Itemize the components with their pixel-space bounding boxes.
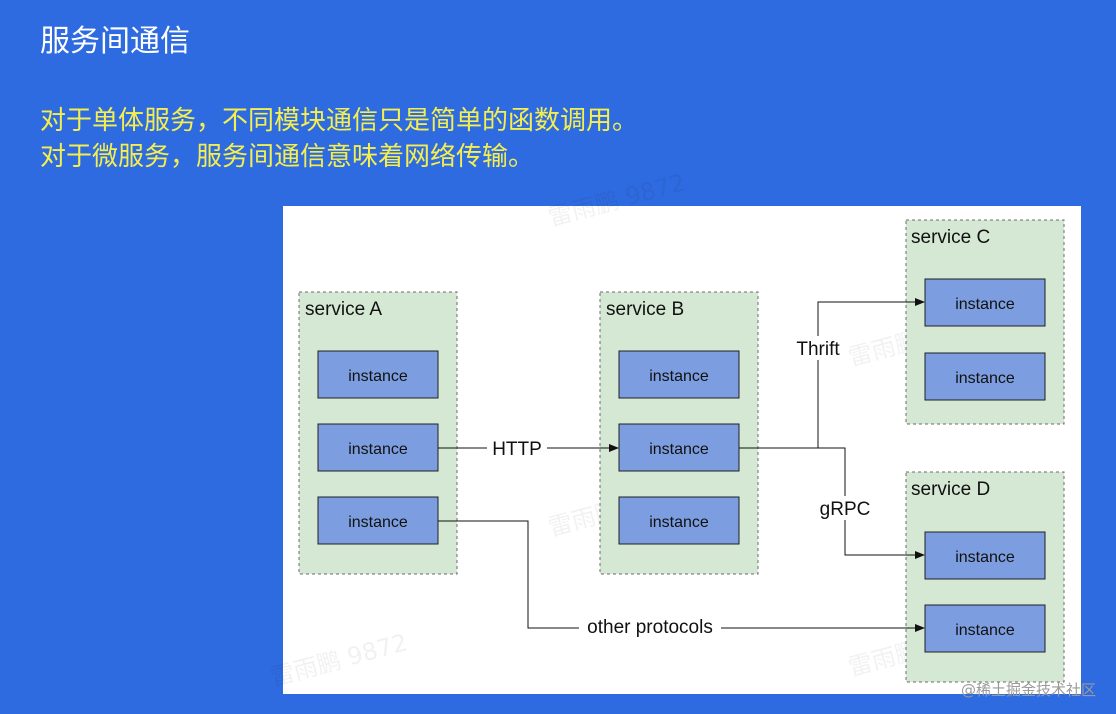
instance-box	[924, 604, 1046, 653]
instance-box	[618, 350, 740, 399]
service-c-label: service C	[911, 227, 990, 248]
instance-label: instance	[348, 441, 408, 458]
service-b-label: service B	[606, 299, 684, 320]
thrift-connector	[739, 298, 925, 449]
watermark: 雷雨鹏 9872	[545, 168, 688, 231]
credit-watermark: @稀土掘金技术社区	[960, 681, 1096, 699]
other-protocols-label: other protocols	[587, 617, 713, 638]
http-label-bg	[487, 436, 547, 458]
service-b: service B instance instance instance	[599, 291, 759, 575]
instance-label: instance	[649, 368, 709, 385]
grpc-label-bg	[815, 496, 875, 520]
service-a-label: service A	[305, 299, 382, 320]
service-a: service A instance instance instance	[298, 291, 458, 575]
instance-box	[317, 423, 439, 472]
instance-label: instance	[955, 370, 1015, 387]
slide-title: 服务间通信	[40, 24, 190, 59]
instance-box	[924, 278, 1046, 327]
instance-box	[618, 423, 740, 472]
instance-box	[924, 531, 1046, 580]
instance-label: instance	[348, 368, 408, 385]
instance-label: instance	[955, 622, 1015, 639]
instance-label: instance	[955, 296, 1015, 313]
instance-box	[317, 350, 439, 399]
instance-label: instance	[348, 514, 408, 531]
edges: HTTP Thrift gRPC other protocols	[438, 298, 925, 639]
grpc-label: gRPC	[820, 499, 871, 520]
thrift-label-bg	[790, 336, 846, 360]
instance-label: instance	[649, 441, 709, 458]
service-c: service C instance instance	[905, 219, 1065, 425]
architecture-diagram: 雷雨鹏 9872 雷雨鹏 9872 雷雨鹏 9872 雷雨鹏 9872 雷雨鹏 …	[267, 168, 1081, 694]
subtitle-line-2: 对于微服务，服务间通信意味着网络传输。	[40, 142, 535, 172]
other-protocols-connector	[438, 520, 925, 632]
instance-label: instance	[955, 549, 1015, 566]
watermark: 雷雨鹏 9872	[267, 628, 410, 691]
http-label: HTTP	[492, 439, 542, 460]
other-protocols-label-bg	[579, 615, 721, 639]
instance-box	[317, 496, 439, 545]
thrift-label: Thrift	[796, 339, 840, 360]
subtitle-line-1: 对于单体服务，不同模块通信只是简单的函数调用。	[40, 106, 639, 136]
diagram-canvas: 雷雨鹏 9872 雷雨鹏 9872 雷雨鹏 9872 雷雨鹏 9872 雷雨鹏 …	[267, 168, 1065, 692]
service-d-label: service D	[911, 479, 990, 500]
instance-label: instance	[649, 514, 709, 531]
service-d: service D instance instance	[905, 471, 1065, 683]
instance-box	[924, 352, 1046, 401]
instance-box	[618, 496, 740, 545]
